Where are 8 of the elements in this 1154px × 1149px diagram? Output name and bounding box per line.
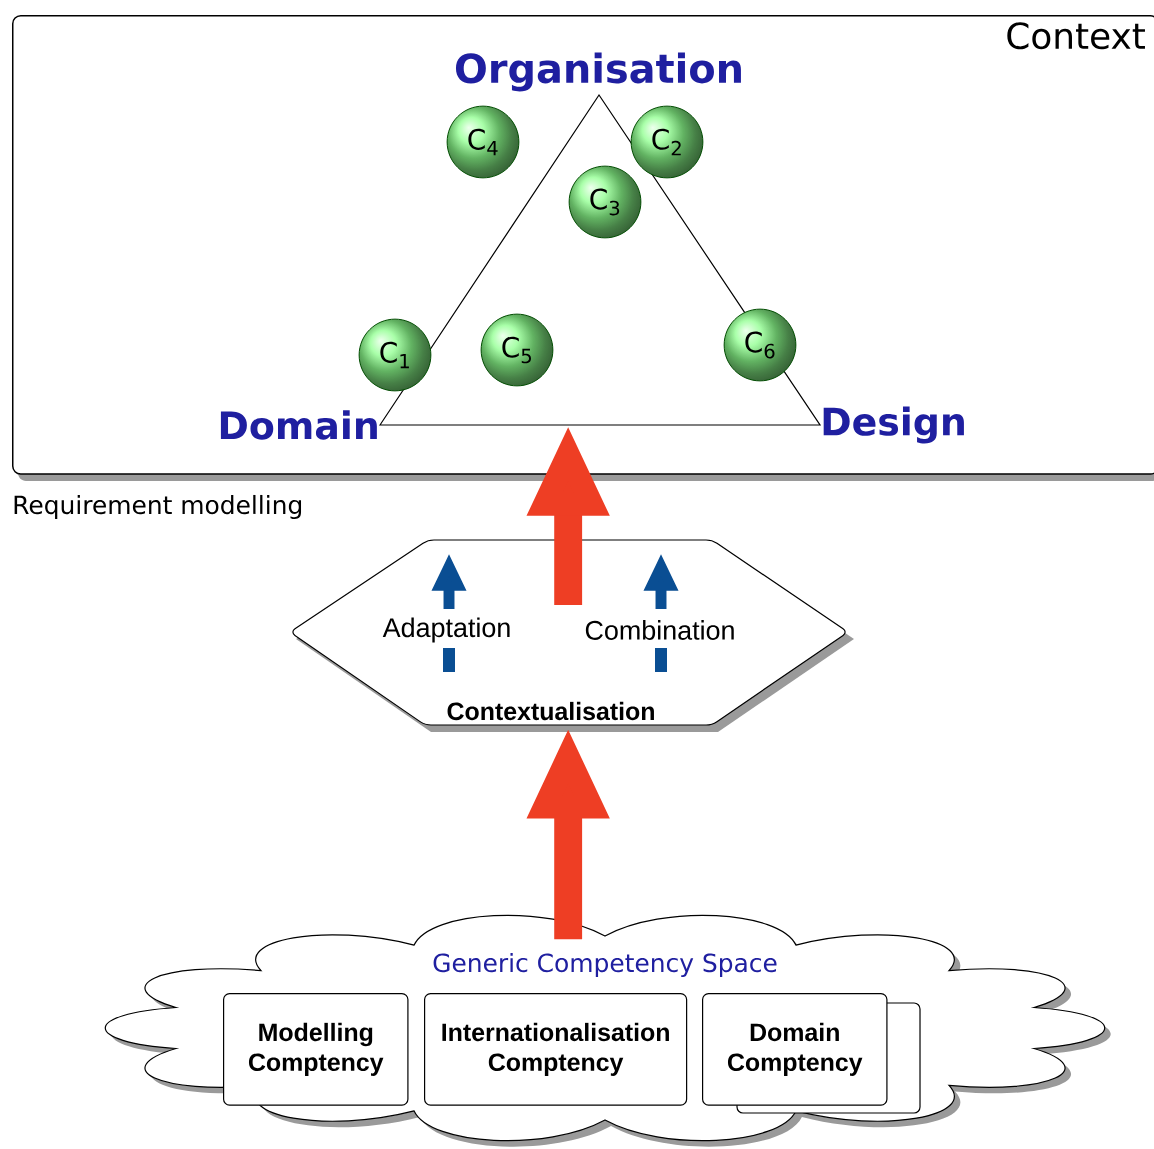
hexagon: Adaptation Combination Contextualisation [292, 539, 854, 732]
competency-box: Modelling Comptency [223, 993, 409, 1106]
corner-label: Organisation [455, 52, 741, 92]
competency-box: Domain Comptency [702, 993, 921, 1114]
competency-box: Internationalisation Comptency [424, 993, 688, 1106]
corner-label: Design [823, 406, 964, 444]
corner-label: Domain [220, 410, 377, 440]
box-caption: Requirement modelling [14, 494, 301, 520]
